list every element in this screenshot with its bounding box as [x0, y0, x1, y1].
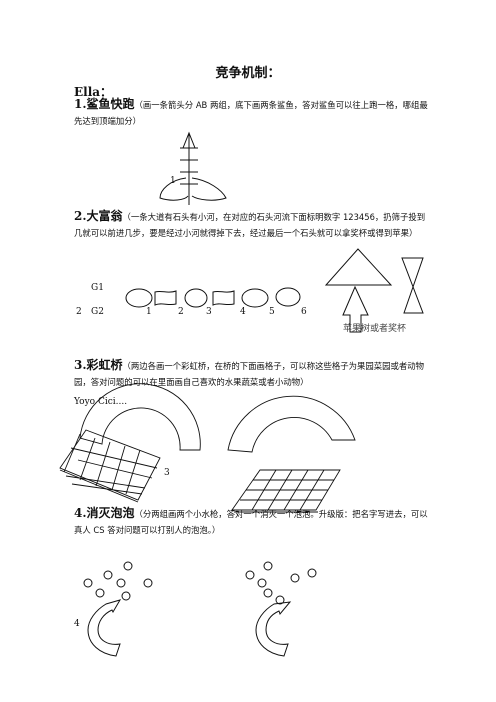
step-4: 4 [240, 307, 246, 317]
author-label: Ella： [74, 85, 113, 99]
group2-label: G2 [91, 307, 104, 317]
section4-paragraph: 4.消灭泡泡（分两组画两个小水枪，答对一个消灭一个泡泡。升级版：把名字写进去，可… [74, 506, 434, 538]
section4-desc: （分两组画两个小水枪，答对一个消灭一个泡泡。升级版：把名字写进去，可以真人 CS… [74, 509, 428, 535]
step-5: 5 [269, 307, 275, 317]
section3-heading: 3.彩虹桥 [74, 358, 123, 372]
bubble-label: 4 [74, 619, 80, 629]
section3-desc: （两边各画一个彩虹桥，在桥的下面画格子，可以称这些格子为果园菜园或者动物园，答对… [74, 361, 425, 387]
rainbow-label: 3 [164, 468, 170, 478]
group1-label: G1 [91, 283, 104, 293]
group-count-label: 2 [76, 307, 82, 317]
step-1: 1 [146, 307, 152, 317]
step-2: 2 [178, 307, 184, 317]
section1-paragraph: 1.鲨鱼快跑（画一条箭头分 AB 两组，底下画两条鲨鱼，答对鲨鱼可以往上跑一格，… [74, 97, 432, 129]
step-6: 6 [301, 307, 307, 317]
section1-desc: （画一条箭头分 AB 两组，底下画两条鲨鱼，答对鲨鱼可以往上跑一格，哪组最先达到… [74, 100, 428, 126]
section1-heading: 1.鲨鱼快跑 [74, 97, 135, 111]
section2-paragraph: 2.大富翁（一条大道有石头有小河，在对应的石头河流下面标明数字 123456，扔… [74, 209, 432, 241]
shark-label: 1 [170, 176, 176, 186]
step-3: 3 [206, 307, 212, 317]
section3-paragraph: 3.彩虹桥（两边各画一个彩虹桥，在桥的下面画格子，可以称这些格子为果园菜园或者动… [74, 358, 432, 390]
tree-caption: 苹果树或者奖杯 [343, 324, 407, 334]
page-title: 竞争机制： [215, 66, 281, 81]
section4-heading: 4.消灭泡泡 [74, 506, 135, 520]
section2-desc: （一条大道有石头有小河，在对应的石头河流下面标明数字 123456，扔筛子投到几… [74, 212, 426, 238]
section2-heading: 2.大富翁 [74, 209, 123, 223]
names-label: Yoyo Cici.... [74, 397, 128, 407]
